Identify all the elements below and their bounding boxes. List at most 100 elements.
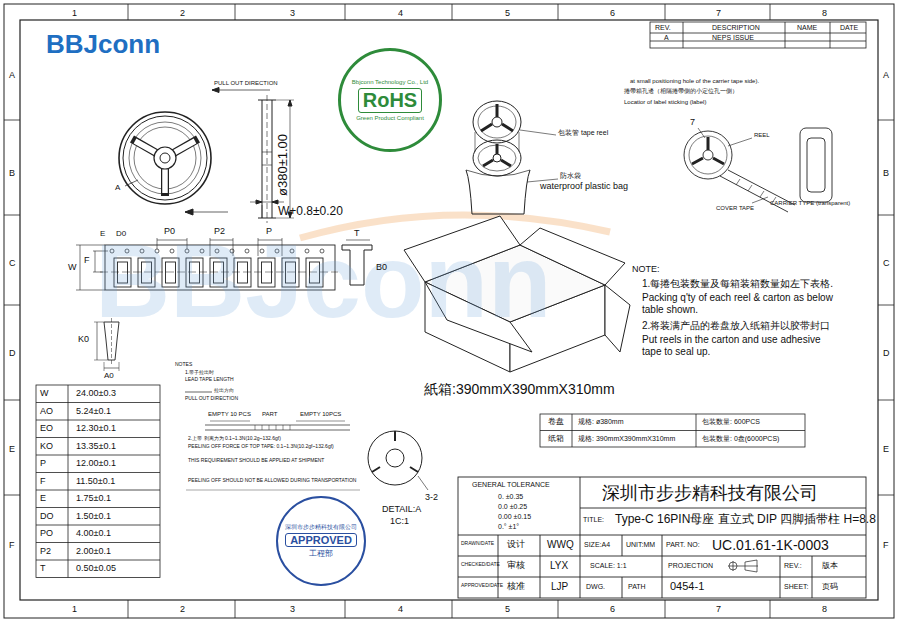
grid-reference: C [883,258,890,268]
grid-reference: 4 [398,604,403,614]
grid-reference: E [883,444,889,454]
grid-reference: 1 [72,8,77,18]
grid-reference: 5 [505,8,510,18]
drawing-label: EMPTY 10PCS [300,411,341,418]
grid-reference: C [9,258,16,268]
drawing-label: Locatior of label sticking (label) [624,99,706,106]
drawing-label: PEELING OFF SHOULD NOT BE ALLOWED DURING… [188,478,356,484]
drawing-label: DESCRIPTION [712,24,760,32]
callout-letter: A [115,183,120,192]
callout-number: 7 [690,117,695,127]
drawing-label: 1C:1 [390,516,409,526]
dimension-symbol: DO [40,511,54,521]
grid-reference: 8 [822,8,827,18]
stamp-text: 深圳市步步精科技有限公司 [285,524,357,531]
grid-reference: D [883,348,890,358]
grid-reference: 3 [290,604,295,614]
drawing-label: PULL OUT DIRECTION [214,80,278,87]
grid-reference: 5 [505,604,510,614]
drawing-label: COVER TAPE [716,205,754,212]
drawing-label: APPROVED/DATE [461,583,503,589]
rohs-logo: Bbjconn Technology Co., LtdRoHSGreen Pro… [338,48,442,152]
drawing-label: TITLE: [583,516,604,524]
grid-reference: 2 [180,8,185,18]
grid-reference: 3 [290,8,295,18]
drawing-label: 0454-1 [670,580,704,593]
drawing-label: DATE [840,24,858,32]
drawing-label: PROJECTION [668,562,713,570]
drawing-label: LEAD TAPE LENGTH [185,377,234,383]
drawing-label: 防水袋 [560,172,581,180]
dimension-value: 1.75±0.1 [76,493,111,503]
drawing-label: at small positioning hole of the carrier… [630,78,759,85]
drawing-label: 3-2 [425,492,438,502]
drawing-label: W [68,262,77,272]
grid-reference: E [9,444,15,454]
drawing-label: W+0.8±0.20 [278,205,343,219]
drawing-label: REV. [655,24,671,32]
drawing-label: 拉出方向 [214,388,234,394]
drawing-label: 包装数量: 0盘(6000PCS) [702,435,779,443]
drawing-label: ø380±1.00 [276,134,291,196]
drawing-label: 1.带子拉出时 [185,370,214,376]
part-number: UC.01.61-1K-0003 [712,537,829,553]
drawing-label: PART. NO: [666,541,700,549]
grid-reference: F [9,540,15,550]
drawing-label: REEL [754,132,770,139]
drawing-label: waterproof plastic bag [540,181,628,191]
drawing-label: A [664,34,669,42]
dimension-value: 5.24±0.1 [76,406,111,416]
grid-reference: 2 [180,604,185,614]
drawing-label: 规格: 390mmX390mmX310mm [578,435,675,443]
drawing-label: 1.每捲包装数量及每箱装箱数量如左下表格. [642,278,833,290]
drawing-label: REV.: [784,562,802,570]
approval-stamp: 深圳市步步精科技有限公司APPROVED工程部 [276,496,366,586]
drawing-label: 版本 [822,561,838,570]
drawing-label: P2 [214,226,225,236]
stamp-text: Green Product Compliant [356,115,424,122]
grid-reference: 8 [822,604,827,614]
drawing-label: DRAWN/DATE [461,541,494,547]
dimension-value: 12.30±0.1 [76,423,116,433]
grid-reference: D [9,348,16,358]
carton-size: 紙箱:390mmX390mmX310mm [424,381,615,397]
drawing-label: UNIT:MM [626,541,655,549]
grid-reference: F [883,540,889,550]
company-name: 深圳市步步精科技有限公司 [602,483,818,504]
drawing-label: THIS REQUIREMENT SHOULD BE APPLIED AT SH… [188,458,324,464]
drawing-label: SCALE: 1:1 [590,562,627,570]
dimension-value: 12.00±0.1 [76,458,116,468]
drawing-label: NEPS ISSUE [712,34,754,42]
drawing-label: 卷盘 [548,417,564,426]
drawing-label: F [84,255,90,265]
dimension-value: 4.00±0.1 [76,528,111,538]
grid-reference: A [9,70,15,80]
drawing-title: Type-C 16PIN母座 直立式 DIP 四脚插带柱 H=8.8 [615,513,876,527]
dimension-symbol: EO [40,423,53,433]
grid-reference: 7 [716,604,721,614]
dimension-value: 2.00±0.1 [76,546,111,556]
drawing-label: E [100,229,105,238]
drawing-label: SIZE:A4 [584,541,610,549]
drawing-label: CARRIER TYPE (transparent) [770,200,850,207]
drawing-label: LJP [551,581,568,593]
dimension-value: 11.50±0.1 [76,476,115,486]
drawing-label: LYX [550,560,568,572]
drawing-label: 核准 [507,581,525,591]
dimension-symbol: PO [40,528,53,538]
stamp-mark: APPROVED [285,533,357,548]
drawing-label: EMPTY 10 PCS [208,411,251,418]
drawing-label: 设计 [507,539,525,549]
drawing-label: 页码 [822,582,838,591]
drawing-label: 包装管 tape reel [558,129,608,137]
dimension-value: 13.35±0.1 [76,441,116,451]
brand-logo: BBJconn [46,30,160,60]
drawing-label: 0.° ±1° [498,523,519,531]
drawing-label: A0 [104,371,114,380]
drawing-label: Packing q'ty of each reel & carton as be… [642,292,857,315]
drawing-label: 捲帶箱孔邊（相隔捲帶側的小定位孔一側） [624,88,738,95]
stamp-mark: RoHS [358,88,422,113]
drawing-label: Put reels in the carton and use adhesive… [642,334,842,357]
drawing-label: SHEET: [784,583,809,591]
